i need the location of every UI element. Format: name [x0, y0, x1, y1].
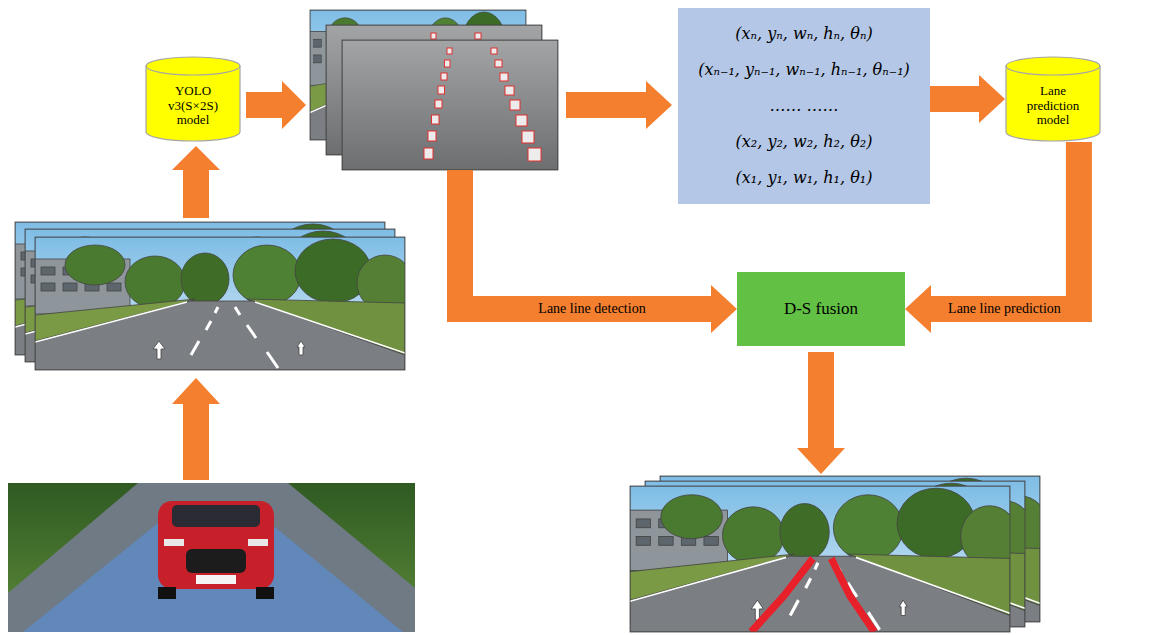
- arrowhead: [979, 75, 1005, 123]
- arrow-shaft: [930, 142, 1079, 309]
- frame-border: [342, 40, 558, 170]
- detection-frame: [342, 40, 558, 170]
- block-arrow: [172, 378, 220, 480]
- fusion-box: D-S fusion: [737, 272, 905, 346]
- block-arrow: [797, 352, 845, 474]
- block-arrow: [172, 146, 220, 218]
- coordinate-tuple: (x₁, y₁, w₁, h₁, θ₁): [736, 169, 873, 187]
- block-arrow: [246, 81, 306, 129]
- flow-label: Lane line detection: [535, 300, 648, 318]
- road-frame-stack: [15, 222, 413, 370]
- coordinate-tuple: …… ……: [769, 97, 838, 115]
- block-arrow: [566, 81, 672, 129]
- cylinder-body: [1006, 66, 1100, 141]
- coordinate-tuple: (xₙ₋₁, yₙ₋₁, wₙ₋₁, hₙ₋₁, θₙ₋₁): [698, 61, 910, 79]
- detection-frame-stack: [310, 10, 558, 170]
- cylinder-top: [1006, 57, 1100, 75]
- model-cylinder: Lane prediction model: [1005, 56, 1101, 142]
- car-photo: [8, 483, 415, 632]
- cylinder-top: [146, 57, 240, 75]
- coordinate-tuple: (x₂, y₂, w₂, h₂, θ₂): [736, 133, 873, 151]
- cylinder-body: [146, 66, 240, 141]
- flow-arrow: [905, 142, 1079, 333]
- node-text: YOLO v3(S×2S) model: [158, 84, 228, 129]
- frame-border: [630, 486, 1010, 632]
- result-frame-stack: [630, 476, 1048, 632]
- node-text: D-S fusion: [784, 299, 858, 319]
- frame-border: [35, 237, 405, 370]
- node-text: Lane prediction model: [1017, 84, 1089, 129]
- result-frame: [630, 486, 1018, 632]
- coordinate-tuple: (xₙ, yₙ, wₙ, hₙ, θₙ): [735, 25, 872, 43]
- model-cylinder: YOLO v3(S×2S) model: [145, 56, 241, 142]
- flow-arrow: [930, 75, 1005, 123]
- edge-label: Lane line prediction: [945, 300, 1064, 318]
- arrowhead: [905, 285, 931, 333]
- road-frame: [35, 237, 413, 370]
- coordinate-list-box: (xₙ, yₙ, wₙ, hₙ, θₙ) (xₙ₋₁, yₙ₋₁, wₙ₋₁, h…: [678, 8, 930, 204]
- arrow-shaft: [930, 86, 980, 112]
